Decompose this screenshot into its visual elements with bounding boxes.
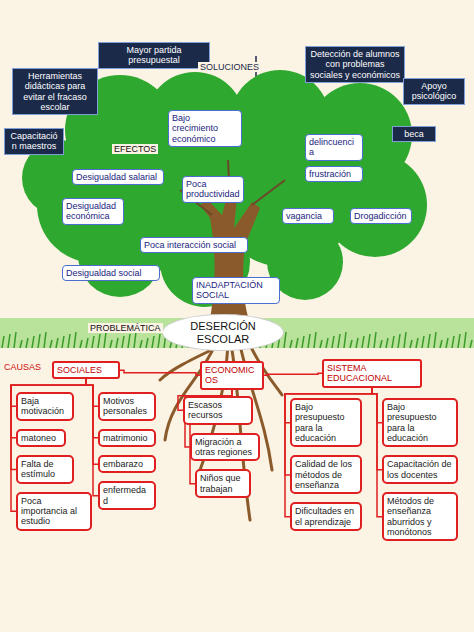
solution-box: Mayor partida presupuestal [98, 42, 210, 69]
connector-line [86, 379, 98, 495]
solution-box: Herramientas didácticas para evitar el f… [12, 68, 98, 115]
cause-box: embarazo [98, 455, 156, 473]
effect-box: Bajo crecimiento económico [168, 110, 242, 147]
node-text: Bajo crecimiento económico [172, 113, 238, 144]
node-text: vagancia [286, 211, 330, 221]
node-text: Bajo presupuesto para la educación [295, 402, 357, 443]
node-text: Falta de estímulo [21, 459, 69, 480]
connector-line [372, 388, 382, 517]
node-text: DESERCIÓN ESCOLAR [173, 320, 273, 345]
cause-category-box: SISTEMA EDUCACIONAL [322, 359, 422, 388]
connector-line [264, 373, 322, 375]
node-text: Desigualdad salarial [76, 172, 160, 182]
section-label: CAUSAS [2, 362, 43, 372]
effect-box: Desigualdad salarial [72, 169, 164, 185]
section-label: EFECTOS [112, 144, 158, 154]
node-text: SOCIALES [57, 365, 115, 375]
section-label: PROBLEMÁTICA [88, 323, 163, 333]
tree-roots [160, 345, 282, 520]
connector-line [86, 379, 98, 438]
effect-box: delincuencia [305, 134, 363, 161]
effect-box: Desigualdad económica [62, 198, 124, 225]
node-text: Poca interacción social [144, 240, 244, 250]
node-text: matoneo [21, 433, 61, 443]
cause-box: Dificultades en el aprendizaje [290, 502, 362, 531]
cause-box: Escasos recursos [183, 396, 253, 425]
node-text: Motivos personales [103, 396, 151, 417]
effect-box: Desigualdad social [62, 265, 160, 281]
effect-box: Poca interacción social [140, 237, 248, 253]
cause-box: Calidad de los métodos de enseñanza [290, 455, 362, 494]
connector-line [285, 388, 372, 517]
node-text: ECONOMICOS [205, 365, 259, 386]
node-text: Poca productividad [186, 179, 240, 200]
node-text: Herramientas didácticas para evitar el f… [16, 71, 94, 112]
node-text: Detección de alumnos con problemas socia… [309, 49, 401, 80]
node-text: INADAPTACIÓN SOCIAL [196, 280, 276, 301]
cause-box: matoneo [16, 429, 66, 447]
node-text: Niños que trabajan [200, 473, 246, 494]
node-text: embarazo [103, 459, 151, 469]
node-text: frustración [309, 169, 359, 179]
cause-category-box: SOCIALES [52, 361, 120, 379]
cause-box: Poca importancia al estudio [16, 492, 92, 531]
cause-category-box: ECONOMICOS [200, 361, 264, 390]
solution-box: Capacitación maestros [4, 128, 64, 155]
connector-line [86, 379, 98, 406]
node-text: beca [396, 129, 432, 139]
cause-box: Niños que trabajan [195, 469, 251, 498]
node-text: Dificultades en el aprendizaje [295, 506, 357, 527]
node-text: Calidad de los métodos de enseñanza [295, 459, 357, 490]
grass-band [0, 318, 474, 348]
node-text: Capacitación de los docentes [387, 459, 453, 480]
node-text: Poca importancia al estudio [21, 496, 87, 527]
node-text: Mayor partida presupuestal [102, 45, 206, 66]
effect-box: INADAPTACIÓN SOCIAL [192, 277, 280, 304]
solution-box: Detección de alumnos con problemas socia… [305, 46, 405, 83]
solution-box: beca [392, 126, 436, 142]
node-text: SISTEMA EDUCACIONAL [327, 363, 417, 384]
branches [180, 160, 285, 215]
node-text: Apoyo psicológico [407, 81, 461, 102]
node-text: Métodos de enseñanza aburridos y monóton… [387, 496, 453, 537]
node-text: Drogadicción [354, 211, 408, 221]
cause-box: enfermedad [98, 481, 156, 510]
node-text: Baja motivación [21, 396, 69, 417]
cause-box: Falta de estímulo [16, 455, 74, 484]
connector-line [120, 370, 200, 375]
node-text: Migración a otras regiones [195, 437, 255, 458]
node-text: Bajo presupuesto para la educación [387, 402, 453, 443]
node-text: Capacitación maestros [8, 131, 60, 152]
effect-box: vagancia [282, 208, 334, 224]
node-text: Desigualdad económica [66, 201, 120, 222]
cause-box: Métodos de enseñanza aburridos y monóton… [382, 492, 458, 541]
node-text: enfermedad [103, 485, 151, 506]
cause-box: Migración a otras regiones [190, 433, 260, 462]
node-text: matrimonio [103, 433, 151, 443]
node-text: Escasos recursos [188, 400, 248, 421]
solution-box: Apoyo psicológico [403, 78, 465, 105]
cause-box: Baja motivación [16, 392, 74, 421]
cause-box: matrimonio [98, 429, 156, 447]
node-text: Desigualdad social [66, 268, 156, 278]
node-text: delincuencia [309, 137, 359, 158]
effect-box: frustración [305, 166, 363, 182]
section-label: SOLUCIONES [198, 62, 261, 72]
effect-box: Drogadicción [350, 208, 412, 224]
cause-box: Capacitación de los docentes [382, 455, 458, 484]
effect-box: Poca productividad [182, 176, 244, 203]
cause-box: Bajo presupuesto para la educación [382, 398, 458, 447]
connector-line [86, 379, 98, 464]
problem-ellipse: DESERCIÓN ESCOLAR [162, 314, 284, 351]
cause-box: Bajo presupuesto para la educación [290, 398, 362, 447]
cause-box: Motivos personales [98, 392, 156, 421]
